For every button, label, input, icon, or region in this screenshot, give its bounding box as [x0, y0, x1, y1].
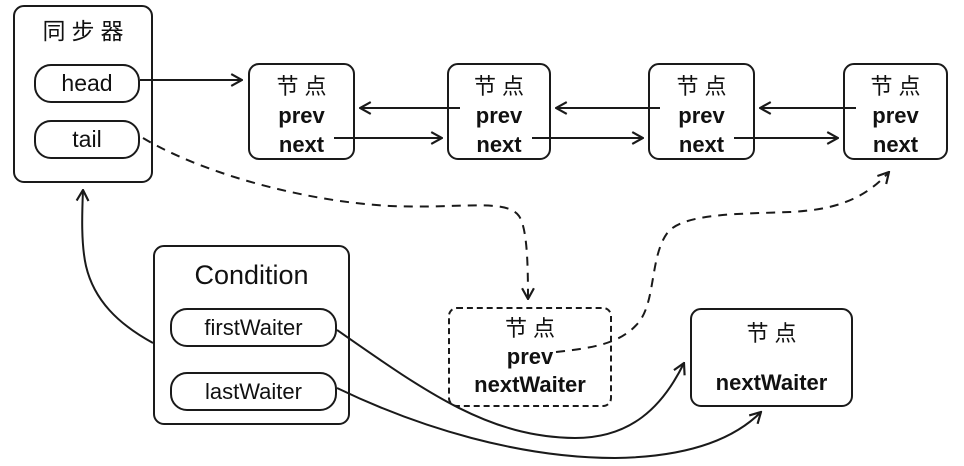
synchronizer-box: 同步器 head tail: [13, 5, 153, 183]
next-field: next: [476, 132, 522, 157]
condition-title: Condition: [194, 260, 309, 290]
head-label: head: [61, 70, 113, 96]
node-title: 节点: [746, 321, 803, 346]
node-title: 节点: [276, 74, 333, 99]
waiting-node: 节点 nextWaiter: [690, 308, 853, 407]
head-field: head: [34, 64, 140, 103]
queue-node-4: 节点 prev next: [843, 63, 948, 160]
tail-field: tail: [34, 120, 140, 159]
next-field: next: [678, 132, 725, 157]
last-waiter-label: lastWaiter: [205, 378, 302, 404]
prev-field: prev: [475, 103, 523, 128]
prev-field: prev: [872, 103, 919, 128]
edge-condition-to-synchronizer: [82, 190, 154, 344]
node-title: 节点: [504, 316, 561, 341]
node-title: 节点: [676, 74, 733, 99]
queue-node-3: 节点 prev next: [648, 63, 755, 160]
next-field: next: [872, 132, 919, 157]
tail-label: tail: [72, 126, 102, 152]
prev-field: prev: [278, 103, 325, 128]
synchronizer-title: 同步器: [42, 18, 130, 44]
queue-node-2: 节点 prev next: [447, 63, 551, 160]
condition-box: Condition firstWaiter lastWaiter: [153, 245, 350, 425]
node-title: 节点: [473, 74, 530, 99]
last-waiter-field: lastWaiter: [170, 372, 337, 411]
next-waiter-field: nextWaiter: [715, 370, 828, 395]
first-waiter-field: firstWaiter: [170, 308, 337, 347]
next-waiter-field: nextWaiter: [474, 372, 586, 397]
node-title: 节点: [870, 74, 927, 99]
prev-field: prev: [678, 103, 725, 128]
next-field: next: [278, 132, 325, 157]
transferring-node: 节点 prev nextWaiter: [448, 307, 612, 407]
queue-node-1: 节点 prev next: [248, 63, 355, 160]
prev-field: prev: [506, 344, 554, 369]
first-waiter-label: firstWaiter: [204, 314, 303, 340]
